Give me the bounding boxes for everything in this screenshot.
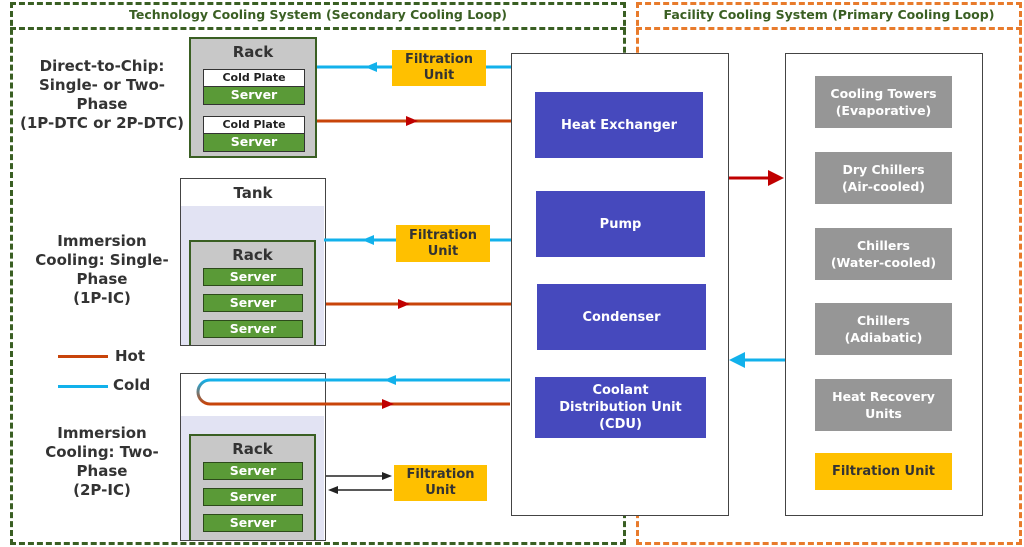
facility-panel: [785, 53, 983, 516]
legend-hot-label: Hot: [115, 347, 146, 365]
server: Server: [203, 268, 303, 286]
adiabatic-chillers-box: Chillers (Adiabatic): [815, 303, 952, 355]
filtration-label: Filtration: [406, 467, 475, 482]
filtration-label: Unit: [427, 243, 459, 259]
facility-label-line: (Air-cooled): [841, 179, 926, 194]
ic1p-rack: Rack Server Server Server: [189, 240, 316, 345]
facility-cooling-title: Facility Cooling System (Primary Cooling…: [636, 2, 1022, 30]
legend-cold-swatch: [58, 385, 108, 388]
facility-label-line: (Adiabatic): [844, 330, 923, 345]
label-line: Phase: [76, 462, 128, 480]
label-line: Phase: [76, 95, 128, 113]
label-line: (2P-IC): [73, 481, 131, 499]
ic2p-hot-arrow-icon: [382, 399, 394, 409]
facility-label-line: Chillers: [856, 313, 910, 328]
pump-box: Pump: [536, 191, 705, 257]
rack-title: Rack: [232, 440, 273, 458]
ic1p-cold-arrow-icon: [362, 235, 374, 245]
label-line: Direct-to-Chip:: [39, 57, 165, 75]
ic2p-cold-arrow-icon: [384, 375, 396, 385]
ic2p-rack: Rack Server Server Server: [189, 434, 316, 540]
rack-title: Rack: [232, 246, 273, 264]
label-line: Phase: [76, 270, 128, 288]
ic2p-u-loop: [196, 378, 510, 406]
cdu-label-line: (CDU): [599, 417, 642, 432]
cold-plate-server-unit: Cold Plate Server: [203, 116, 305, 152]
server: Server: [204, 87, 304, 104]
filtration-label: Unit: [425, 483, 456, 498]
dtc-section-label: Direct-to-Chip: Single- or Two- Phase (1…: [14, 57, 190, 133]
facility-filtration-unit: Filtration Unit: [815, 453, 952, 490]
filtration-label: Filtration: [404, 52, 474, 67]
cdu-label-line: Coolant: [592, 383, 649, 398]
server: Server: [203, 514, 303, 532]
dtc-hot-arrow-icon: [406, 116, 418, 126]
filtration-label: Unit: [423, 68, 455, 83]
facility-label-line: Cooling Towers: [830, 86, 937, 101]
facility-label-line: Chillers: [856, 238, 910, 253]
facility-to-cdu-arrow-icon: [729, 352, 745, 368]
cold-plate: Cold Plate: [204, 117, 304, 134]
server: Server: [203, 488, 303, 506]
server: Server: [204, 134, 304, 151]
label-line: Cooling: Two-: [45, 443, 159, 461]
dtc-cold-arrow-icon: [365, 62, 377, 72]
ic2p-tank: Rack Server Server Server: [180, 373, 326, 541]
server: Server: [203, 320, 303, 338]
label-line: Single- or Two-: [38, 76, 166, 94]
filtration-label: Filtration: [408, 227, 478, 243]
facility-label-line: (Evaporative): [835, 103, 932, 118]
tank-title: Tank: [233, 184, 273, 202]
cdu-label-line: Distribution Unit: [559, 400, 682, 415]
ic1p-hot-arrow-icon: [398, 299, 410, 309]
label-line: Cooling: Single-: [35, 251, 169, 269]
label-line: (1P-DTC or 2P-DTC): [19, 114, 185, 132]
facility-label-line: Units: [865, 406, 902, 421]
server: Server: [203, 294, 303, 312]
label-line: Immersion: [57, 424, 147, 442]
dry-chillers-box: Dry Chillers (Air-cooled): [815, 152, 952, 204]
left-arrow-icon: [328, 486, 338, 494]
heat-exchanger-box: Heat Exchanger: [535, 92, 703, 158]
legend-hot-swatch: [58, 355, 108, 358]
water-cooled-chillers-box: Chillers (Water-cooled): [815, 228, 952, 280]
ic2p-section-label: Immersion Cooling: Two- Phase (2P-IC): [14, 424, 190, 500]
cold-plate: Cold Plate: [204, 70, 304, 87]
right-arrow-icon: [382, 472, 392, 480]
dtc-rack: Rack Cold Plate Server Cold Plate Server: [189, 37, 317, 158]
cold-plate-server-unit: Cold Plate Server: [203, 69, 305, 105]
server: Server: [203, 462, 303, 480]
ic1p-tank: Tank Rack Server Server Server: [180, 178, 326, 346]
ic1p-section-label: Immersion Cooling: Single- Phase (1P-IC): [14, 232, 190, 308]
condenser-box: Condenser: [537, 284, 706, 350]
cdu-to-facility-arrow-icon: [768, 170, 784, 186]
facility-label-line: Dry Chillers: [842, 162, 925, 177]
label-line: Immersion: [57, 232, 147, 250]
technology-cooling-title: Technology Cooling System (Secondary Coo…: [10, 2, 626, 30]
facility-label-line: (Water-cooled): [830, 255, 937, 270]
cooling-towers-box: Cooling Towers (Evaporative): [815, 76, 952, 128]
legend-cold-label: Cold: [113, 376, 151, 394]
rack-title: Rack: [232, 43, 274, 61]
facility-label-line: Heat Recovery: [832, 389, 935, 404]
coolant-distribution-unit-box: Coolant Distribution Unit (CDU): [535, 377, 706, 438]
label-line: (1P-IC): [73, 289, 131, 307]
